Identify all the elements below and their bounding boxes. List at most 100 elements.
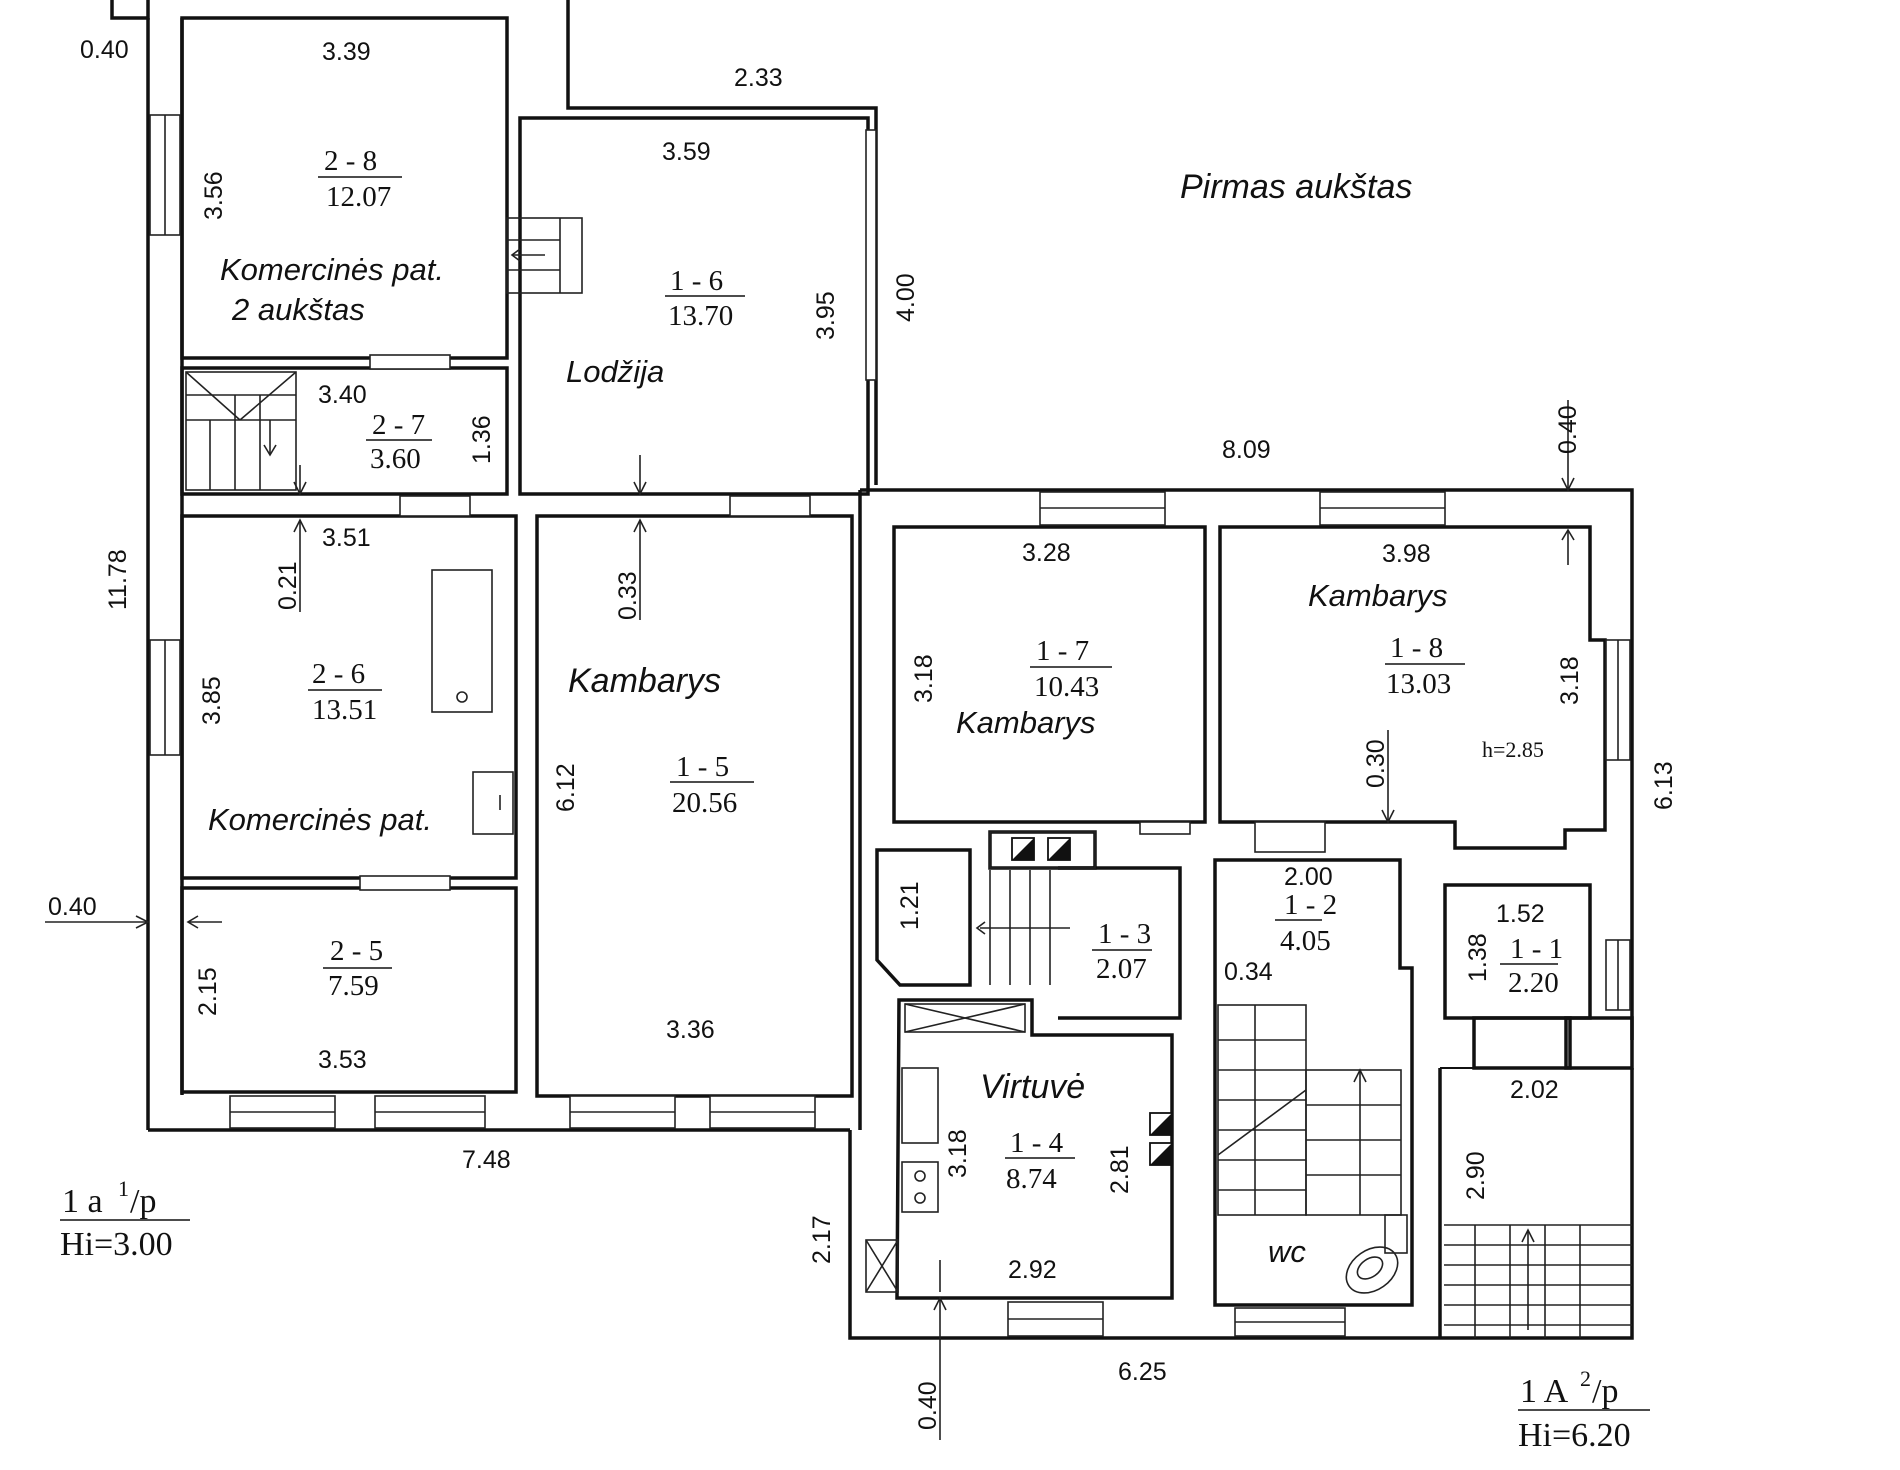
room-1-7-code: 1 - 7 <box>1036 635 1089 667</box>
dimension-label: 8.09 <box>1222 436 1271 464</box>
dimension-label: 3.59 <box>662 138 711 166</box>
dimension-label: 0.40 <box>1554 405 1582 454</box>
dimension-label: 2.15 <box>194 967 222 1016</box>
dimension-label: 3.95 <box>812 291 840 340</box>
room-1-4-area: 8.74 <box>1006 1163 1057 1195</box>
windows-right-block <box>1007 491 1631 1337</box>
stair-icon <box>975 870 1070 985</box>
dimension-markers <box>45 400 1575 1440</box>
stamp-left-height: Hi=3.00 <box>60 1226 173 1263</box>
stair-icon <box>185 371 297 491</box>
stamp-left: 1 a 1 /p Hi=3.00 <box>60 1176 190 1263</box>
dimension-label: 2.90 <box>1462 1151 1490 1200</box>
room-2-6-area: 13.51 <box>312 694 377 726</box>
dimension-label: 6.12 <box>552 763 580 812</box>
dimension-label: 1.21 <box>896 881 924 930</box>
floor-title: Pirmas aukštas <box>1180 168 1412 206</box>
sink-icon <box>472 771 514 835</box>
dimension-label: 0.33 <box>614 571 642 620</box>
dimension-label: 2.33 <box>734 64 783 92</box>
walls-left-block <box>110 0 878 1132</box>
dimension-label: 3.28 <box>1022 539 1071 567</box>
kitchen-fixtures <box>865 1003 1026 1293</box>
room-1-6-area: 13.70 <box>668 300 733 332</box>
bathtub-icon <box>431 569 493 713</box>
dimension-label: 4.00 <box>892 273 920 322</box>
room-2-8-label2: 2 aukštas <box>231 292 365 327</box>
room-1-2-area: 4.05 <box>1280 925 1331 957</box>
room-1-8-height: h=2.85 <box>1482 737 1544 762</box>
room-1-6-code: 1 - 6 <box>670 265 723 297</box>
stair-icon <box>1217 1004 1402 1216</box>
stair-icon <box>506 217 583 294</box>
room-1-3-area: 2.07 <box>1096 953 1147 985</box>
room-1-7-area: 10.43 <box>1034 671 1099 703</box>
room-2-8-code: 2 - 8 <box>324 145 377 177</box>
dimension-label: 11.78 <box>104 549 132 610</box>
room-1-5-label: Kambarys <box>568 662 721 700</box>
dimension-label: 3.85 <box>198 676 226 725</box>
dimension-label: 3.18 <box>944 1129 972 1178</box>
windows-left-block <box>149 114 877 1129</box>
dimension-label: 3.39 <box>322 38 371 66</box>
stamp-right-height: Hi=6.20 <box>1518 1417 1631 1454</box>
dimension-label: 0.40 <box>914 1381 942 1430</box>
room-1-2-code: 1 - 2 <box>1284 889 1337 921</box>
room-1-8-area: 13.03 <box>1386 668 1451 700</box>
dimension-label: 3.51 <box>322 524 371 552</box>
stamp-right: 1 A 2 /p Hi=6.20 <box>1518 1366 1650 1454</box>
dimension-label: 1.36 <box>468 415 496 464</box>
stair-icon <box>1444 1224 1632 1338</box>
stamp-right-sup: 2 <box>1580 1366 1591 1391</box>
room-2-6-label: Komercinės pat. <box>208 802 432 837</box>
room-1-5-area: 20.56 <box>672 787 737 819</box>
room-1-1-area: 2.20 <box>1508 967 1559 999</box>
room-2-5-area: 7.59 <box>328 970 379 1002</box>
dimension-label: 0.30 <box>1362 739 1390 788</box>
dimension-label: 0.40 <box>48 893 97 921</box>
dimension-label: 2.00 <box>1284 863 1333 891</box>
room-1-4-label: Virtuvė <box>980 1068 1085 1106</box>
room-2-5-code: 2 - 5 <box>330 935 383 967</box>
room-2-7-area: 3.60 <box>370 443 421 475</box>
room-1-8-label: Kambarys <box>1308 578 1448 613</box>
dimension-label: 3.36 <box>666 1016 715 1044</box>
dimension-label: 3.18 <box>910 654 938 703</box>
room-1-6-label: Lodžija <box>566 354 664 389</box>
stamp-left-suffix: /p <box>130 1183 156 1220</box>
room-1-3-code: 1 - 3 <box>1098 918 1151 950</box>
dimension-label: 3.18 <box>1556 656 1584 705</box>
dimension-label: 2.92 <box>1008 1256 1057 1284</box>
room-1-1-code: 1 - 1 <box>1510 933 1563 965</box>
dimension-label: 7.48 <box>462 1146 511 1174</box>
dimension-label: 0.40 <box>80 36 129 64</box>
room-2-8-area: 12.07 <box>326 181 391 213</box>
toilet-icon <box>1345 1214 1408 1294</box>
dimension-label: 3.53 <box>318 1046 367 1074</box>
dimension-label: 6.25 <box>1118 1358 1167 1386</box>
dimension-label: 0.34 <box>1224 958 1273 986</box>
dimension-label: 1.52 <box>1496 900 1545 928</box>
chimney-icon <box>989 831 1173 1166</box>
room-1-5-code: 1 - 5 <box>676 751 729 783</box>
dimension-label: 6.13 <box>1650 761 1678 810</box>
wc-label: wc <box>1268 1234 1306 1269</box>
room-2-6-code: 2 - 6 <box>312 658 365 690</box>
stamp-right-suffix: /p <box>1592 1373 1618 1410</box>
dimension-label: 2.17 <box>808 1215 836 1264</box>
dimension-label: 2.81 <box>1106 1145 1134 1194</box>
dimension-label: 3.56 <box>200 171 228 220</box>
room-1-7-label: Kambarys <box>956 705 1096 740</box>
room-2-7-code: 2 - 7 <box>372 409 425 441</box>
dimension-label: 2.02 <box>1510 1076 1559 1104</box>
dimension-label: 3.40 <box>318 381 367 409</box>
room-1-8-code: 1 - 8 <box>1390 632 1443 664</box>
dimension-label: 0.21 <box>274 561 302 610</box>
room-2-8-label: Komercinės pat. <box>220 252 444 287</box>
room-1-4-code: 1 - 4 <box>1010 1127 1064 1159</box>
stamp-left-sup: 1 <box>118 1176 129 1201</box>
fraction-rules <box>308 176 1558 1159</box>
stamp-right-code: 1 A <box>1520 1373 1569 1410</box>
dimension-label: 1.38 <box>1464 933 1492 982</box>
